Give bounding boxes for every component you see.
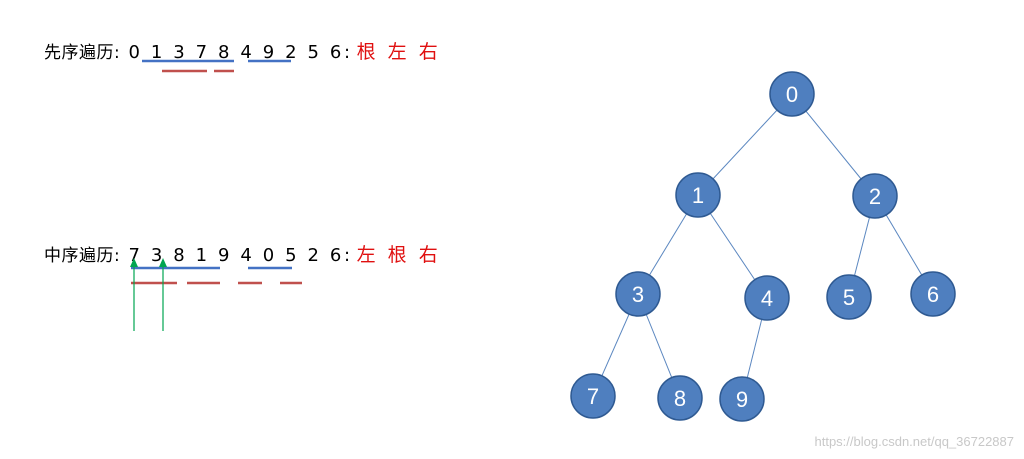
tree-node-label: 1 xyxy=(692,183,704,208)
tree-node: 9 xyxy=(719,376,765,422)
tree-node-label: 2 xyxy=(869,184,881,209)
pointer-arrow-right-head xyxy=(159,258,167,267)
preorder-line: 先序遍历: 0 1 3 7 8 4 9 2 5 6:根 左 右 xyxy=(44,37,441,64)
inorder-line: 中序遍历: 7 3 8 1 9 4 0 5 2 6:左 根 右 xyxy=(44,240,441,267)
inorder-sequence: 7 3 8 1 9 4 0 5 2 6: xyxy=(120,245,353,266)
inorder-order-rule: 左 根 右 xyxy=(356,244,441,266)
edge-0-1 xyxy=(697,93,793,196)
tree-node: 1 xyxy=(675,172,721,218)
tree-node: 4 xyxy=(744,275,790,321)
tree-node: 6 xyxy=(910,271,956,317)
tree-node: 8 xyxy=(657,375,703,421)
tree-node: 3 xyxy=(615,271,661,317)
tree-node: 7 xyxy=(570,373,616,419)
tree-edges xyxy=(592,93,934,400)
preorder-label: 先序遍历: xyxy=(44,43,121,63)
tree-node: 0 xyxy=(769,71,815,117)
tree-node-label: 5 xyxy=(843,285,855,310)
tree-node-label: 4 xyxy=(761,286,773,311)
pointer-arrows xyxy=(130,258,167,331)
watermark: https://blog.csdn.net/qq_36722887 xyxy=(814,434,1015,449)
inorder-underlines xyxy=(131,266,302,285)
preorder-order-rule: 根 左 右 xyxy=(356,41,441,63)
tree-node: 5 xyxy=(826,274,872,320)
tree-node-label: 3 xyxy=(632,282,644,307)
tree-nodes: 0 1 2 3 4 5 6 7 8 9 xyxy=(570,71,956,422)
preorder-underlines xyxy=(142,59,291,73)
inorder-label: 中序遍历: xyxy=(44,246,121,266)
tree-node: 2 xyxy=(852,173,898,219)
tree-node-label: 6 xyxy=(927,282,939,307)
tree-node-label: 8 xyxy=(674,386,686,411)
tree-node-label: 0 xyxy=(786,82,798,107)
tree-node-label: 7 xyxy=(587,384,599,409)
tree-node-label: 9 xyxy=(736,387,748,412)
pointer-arrow-left-head xyxy=(130,258,138,267)
preorder-sequence: 0 1 3 7 8 4 9 2 5 6: xyxy=(120,42,353,63)
